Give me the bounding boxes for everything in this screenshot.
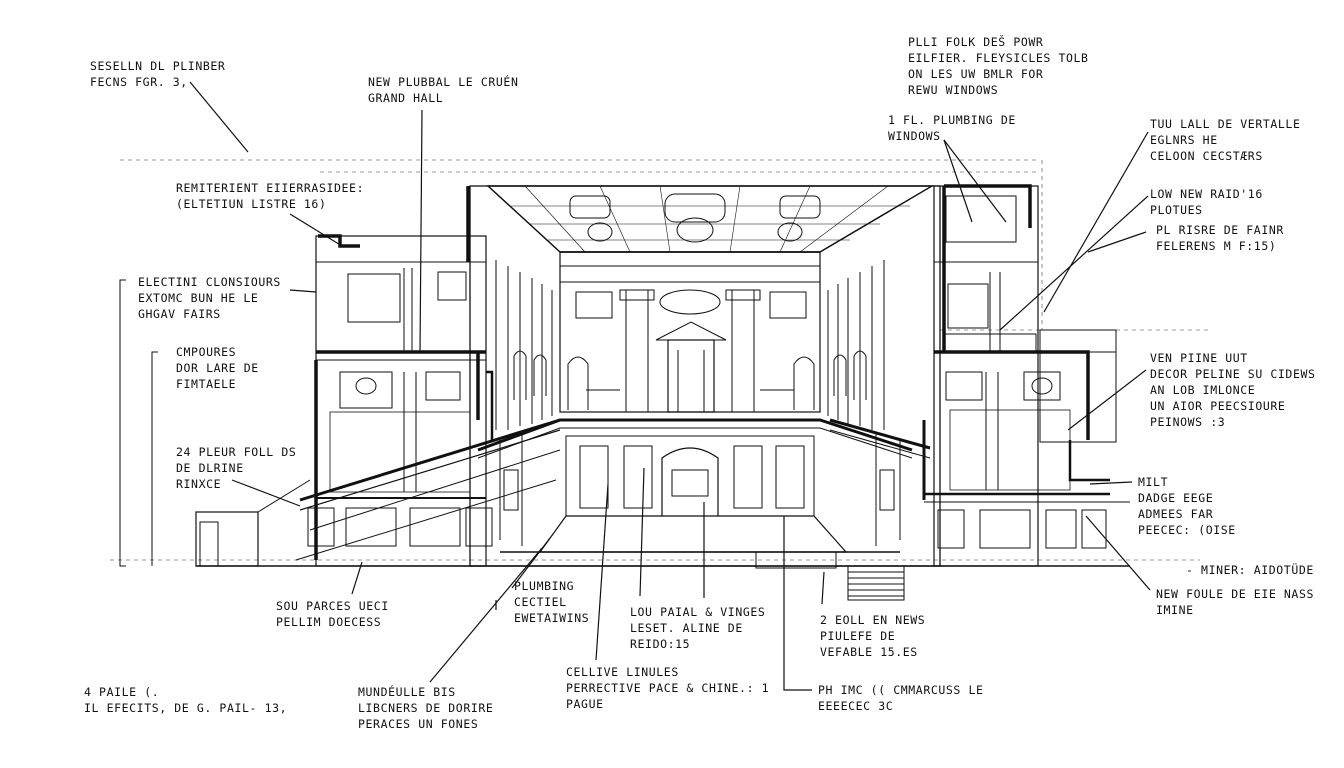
annotation-line: IMINE [1156,603,1194,617]
annotation-line: DADGE EEGE [1138,491,1214,505]
annotation-line: 24 PLEUR FOLL DS [176,445,297,459]
annotation-line: 2 EOLL EN NEWS [820,613,926,627]
annotation-a22: MUNDÉULLE BIS LIBCNERS DE DORIRE PERACES U… [358,684,493,732]
annotation-line: EXTOMC BUN HE LE [138,291,259,305]
annotation-line: EWETAIWINS [514,611,590,625]
annotation-a16: SOU PARCES UECI PELLIM DOECESS [276,598,389,630]
annotation-line: VEN PIINE UUT [1150,351,1248,365]
annotation-line: SESELLN DL PLINBER [90,59,226,73]
annotation-line: TUU LALL DE VERTALLE [1150,117,1301,131]
annotation-line: UN AIOR PEECSIOURE [1150,399,1286,413]
annotation-line: ELECTINI CLONSIOURS [138,275,281,289]
annotation-line: 4 PAILE (. [84,685,160,699]
central-hall [466,184,1032,601]
annotation-line: CMPOURES [176,345,237,359]
annotation-a5: TUU LALL DE VERTALLE EGLNRS HE CELOON CECS… [1150,116,1300,164]
annotation-line: REMITERIENT EIIERRASIDEE: [176,181,365,195]
annotation-a13: MILT DADGE EEGE ADMEES FAR PEECEC: (OISE [1138,474,1236,538]
annotation-line: PLLI FOLK DEŠ POWR [908,35,1044,49]
annotation-line: IL EFECITS, DE G. PAIL- 13, [84,701,288,715]
annotation-line: LESET. ALINE DE [630,621,743,635]
annotation-a9: ELECTINI CLONSIOURS EXTOMC BUN HE LE GHGAV… [138,274,281,322]
annotation-line: NEW PLUBBAL LE CRUÉN [368,75,519,89]
annotation-line: MUNDÉULLE BIS [358,685,456,699]
annotation-a2: NEW PLUBBAL LE CRUÉN GRAND HALL [368,74,518,106]
annotation-line: 1 FL. PLUMBING DE [888,113,1016,127]
dimension-line [119,279,158,567]
annotation-a8: PL RISRE DE FAINR FELERENS M F:15) [1156,222,1284,254]
annotation-line: DE DLRINE [176,461,244,475]
annotation-line: PERACES UN FONES [358,717,479,731]
annotation-line: LOW NEW RAID'16 [1150,187,1263,201]
annotation-a17: PLUMBING CECTIEL EWETAIWINS [514,578,589,626]
annotation-line: DECOR PELINE SU CIDEWS [1150,367,1316,381]
annotation-a3: PLLI FOLK DEŠ POWR EILFIER. FLEYSICLES TO… [908,34,1089,98]
left-annex [195,479,311,567]
annotation-line: PAGUE [566,697,604,711]
annotation-line: CELLIVE LINULES [566,665,679,679]
annotation-line: CELOON CECSTÆRS [1150,149,1263,163]
annotation-line: MILT [1138,475,1169,489]
annotation-line: VEFABLE 15.ES [820,645,918,659]
annotation-line: (ELTETIUN LISTRE 16) [176,197,327,211]
annotation-a12: 24 PLEUR FOLL DS DE DLRINE RINXCE [176,444,296,492]
left-wing [307,234,494,567]
leader-lines [189,81,1151,691]
annotation-line: LIBCNERS DE DORIRE [358,701,494,715]
annotation-a20: CELLIVE LINULES PERRECTIVE PACE & CHINE.:… [566,664,769,712]
annotation-a21: PH IMC (( CMMARCUSS LE EEEECEC 3C [818,682,984,714]
annotation-a1: SESELLN DL PLINBER FECNS FGR. 3, [90,58,225,90]
annotation-line: FELERENS M F:15) [1156,239,1277,253]
annotation-a6: REMITERIENT EIIERRASIDEE: (ELTETIUN LISTR… [176,180,364,212]
annotation-line: PL RISRE DE FAINR [1156,223,1284,237]
annotation-a18: LOU PAIAL & VINGES LESET. ALINE DE REIDO:1… [630,604,765,652]
annotation-line: ADMEES FAR [1138,507,1214,521]
annotation-line: EGLNRS HE [1150,133,1218,147]
construction-lines [110,159,1210,561]
annotation-line: PERRECTIVE PACE & CHINE.: 1 [566,681,770,695]
annotation-line: PLUMBING [514,579,575,593]
annotation-line: EEEECEC 3C [818,699,894,713]
annotation-line: ON LES UW BMLR FOR [908,67,1044,81]
annotation-line: NEW FOULE DE EIE NASS [1156,587,1314,601]
annotation-line: GRAND HALL [368,91,444,105]
right-wing [922,185,1130,567]
annotation-a11: VEN PIINE UUT DECOR PELINE SU CIDEWS AN LO… [1150,350,1316,430]
annotation-line: PEINOWS :3 [1150,415,1226,429]
annotation-line: DOR LARE DE [176,361,259,375]
annotation-line: REIDO:15 [630,637,691,651]
annotation-a15: NEW FOULE DE EIE NASS IMINE [1156,586,1314,618]
annotation-line: PH IMC (( CMMARCUSS LE [818,683,984,697]
annotation-a14: - MINER: AIDOTÜDE [1186,562,1314,578]
annotation-line: RINXCE [176,477,222,491]
annotation-line: LOU PAIAL & VINGES [630,605,766,619]
annotation-line: - MINER: AIDOTÜDE [1186,563,1314,577]
annotation-a23: 4 PAILE (. IL EFECITS, DE G. PAIL- 13, [84,684,287,716]
annotation-line: AN LOB IMLONCE [1150,383,1256,397]
annotation-line: PELLIM DOECESS [276,615,382,629]
right-stairs [829,418,931,459]
annotation-line: CECTIEL [514,595,567,609]
annotation-line: PEECEC: (OISE [1138,523,1236,537]
annotation-line: PIULEFE DE [820,629,896,643]
annotation-line: PLOTUES [1150,203,1203,217]
annotation-a10: CMPOURES DOR LARE DE FIMTAELE [176,344,259,392]
annotation-line: WINDOWS [888,129,941,143]
annotation-line: FIMTAELE [176,377,237,391]
annotation-line: REWU WINDOWS [908,83,999,97]
annotation-line: EILFIER. FLEYSICLES TOLB [908,51,1089,65]
annotation-a4: 1 FL. PLUMBING DE WINDOWS [888,112,1016,144]
annotation-line: FECNS FGR. 3, [90,75,188,89]
annotation-line: GHGAV FAIRS [138,307,221,321]
left-stairs [295,418,561,561]
annotation-line: SOU PARCES UECI [276,599,389,613]
annotation-a19: 2 EOLL EN NEWS PIULEFE DE VEFABLE 15.ES [820,612,925,660]
